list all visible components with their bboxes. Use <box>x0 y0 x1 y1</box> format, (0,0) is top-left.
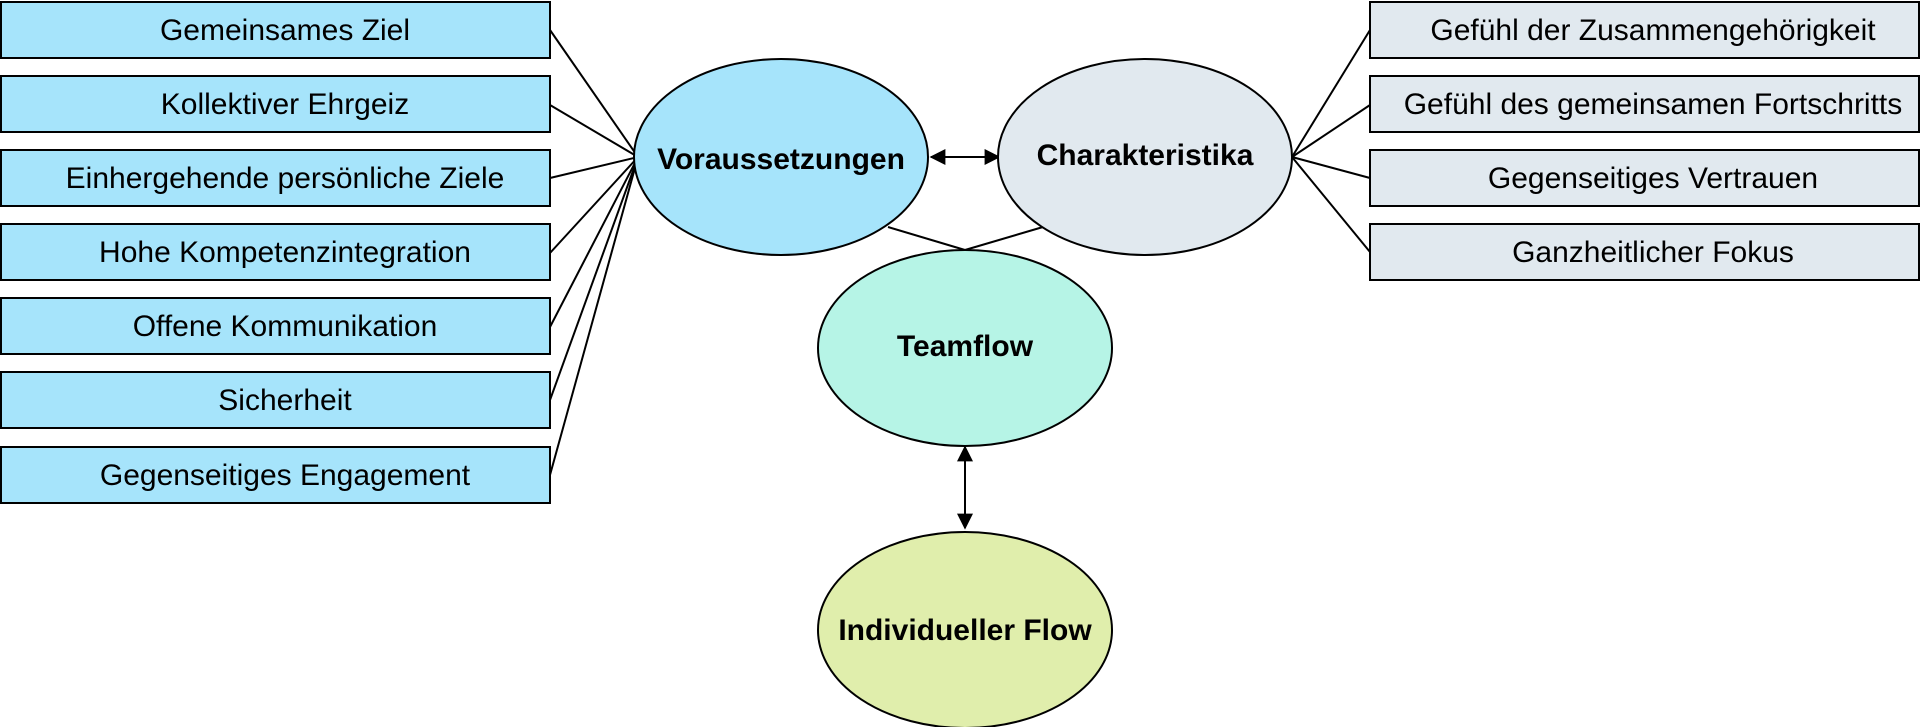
node-individueller-flow-label: Individueller Flow <box>838 614 1092 647</box>
connector-left-5 <box>549 156 639 401</box>
left-box-label-4: Offene Kommunikation <box>133 310 438 343</box>
left-box-4 <box>0 297 551 355</box>
left-box-0 <box>0 1 551 59</box>
connector-left-6 <box>549 156 639 476</box>
node-teamflow <box>817 249 1113 447</box>
left-box-label-2: Einhergehende persönliche Ziele <box>66 162 505 195</box>
left-box-6 <box>0 446 551 504</box>
left-box-1 <box>0 75 551 133</box>
node-voraussetzungen-label: Voraussetzungen <box>657 143 905 176</box>
right-connectors <box>1291 29 1371 253</box>
node-voraussetzungen <box>633 58 929 256</box>
left-connectors <box>549 29 639 476</box>
right-box-label-1: Gefühl des gemeinsamen Fortschritts <box>1404 88 1903 121</box>
left-box-label-5: Sicherheit <box>218 384 352 417</box>
left-box-5 <box>0 371 551 429</box>
connector-right-1 <box>1291 104 1371 158</box>
connector-teamflow-voraussetzungen <box>887 226 966 251</box>
left-box-label-6: Gegenseitiges Engagement <box>100 459 471 492</box>
node-individueller-flow <box>817 531 1113 727</box>
left-box-label-3: Hohe Kompetenzintegration <box>99 236 471 269</box>
left-box-2 <box>0 149 551 207</box>
right-box-label-0: Gefühl der Zusammengehörigkeit <box>1430 14 1876 47</box>
right-box-3 <box>1369 223 1920 281</box>
connector-left-1 <box>549 104 639 158</box>
connector-left-2 <box>549 156 639 179</box>
right-box-label-3: Ganzheitlicher Fokus <box>1512 236 1794 269</box>
connector-teamflow-charakteristika <box>964 226 1044 251</box>
connector-right-2 <box>1291 156 1371 179</box>
node-teamflow-label: Teamflow <box>897 330 1034 363</box>
node-charakteristika <box>997 58 1293 256</box>
connector-right-3 <box>1291 156 1371 253</box>
left-box-label-1: Kollektiver Ehrgeiz <box>161 88 409 121</box>
right-box-0 <box>1369 1 1920 59</box>
right-box-2 <box>1369 149 1920 207</box>
connector-left-3 <box>549 156 639 254</box>
connector-right-0 <box>1291 29 1371 158</box>
right-box-label-2: Gegenseitiges Vertrauen <box>1488 162 1818 195</box>
left-box-label-0: Gemeinsames Ziel <box>160 14 410 47</box>
right-box-1 <box>1369 75 1920 133</box>
connector-left-4 <box>549 156 639 328</box>
node-charakteristika-label: Charakteristika <box>1037 139 1254 172</box>
connector-left-0 <box>549 29 639 158</box>
left-box-3 <box>0 223 551 281</box>
